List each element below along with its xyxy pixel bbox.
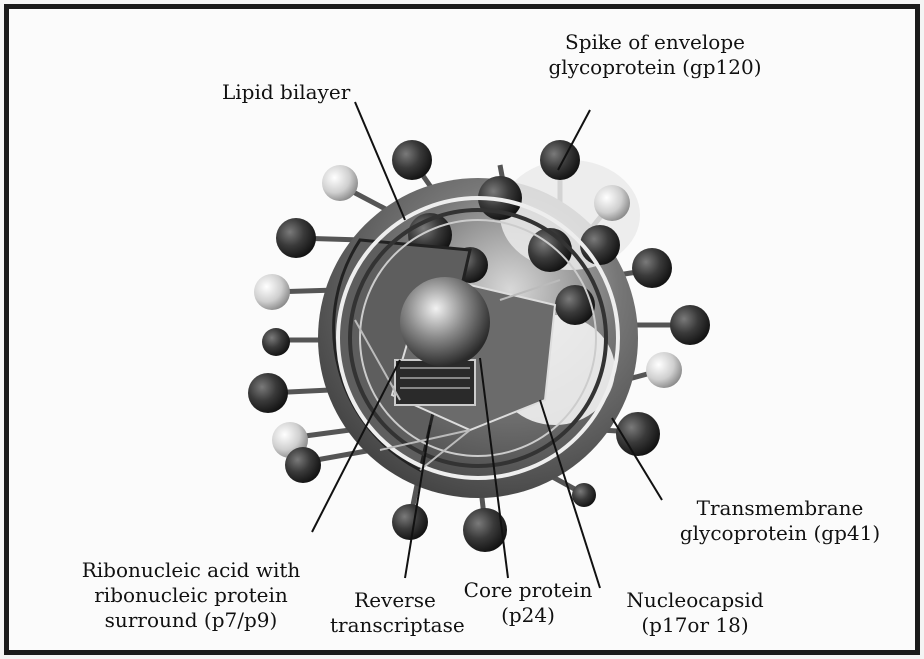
label-lipid-bilayer: Lipid bilayer <box>222 80 350 105</box>
label-transmembrane-line2: glycoprotein (gp41) <box>652 521 908 546</box>
label-transmembrane-line1: Transmembrane <box>652 496 908 521</box>
label-nucleocapsid-line2: (p17or 18) <box>610 613 780 638</box>
label-nucleocapsid-line1: Nucleocapsid <box>610 588 780 613</box>
label-rna-line1: Ribonucleic acid with <box>56 558 326 583</box>
label-nucleocapsid: Nucleocapsid (p17or 18) <box>610 588 780 638</box>
label-spike-glycoprotein: Spike of envelope glycoprotein (gp120) <box>520 30 790 80</box>
label-ribonucleic-acid: Ribonucleic acid with ribonucleic protei… <box>56 558 326 633</box>
label-rna-line3: surround (p7/p9) <box>56 608 326 633</box>
label-core-protein: Core protein (p24) <box>458 578 598 628</box>
label-reverse-line2: transcriptase <box>330 613 460 638</box>
label-rna-line2: ribonucleic protein <box>56 583 326 608</box>
label-reverse-transcriptase: Reverse transcriptase <box>330 588 460 638</box>
label-spike-line2: glycoprotein (gp120) <box>520 55 790 80</box>
label-core-line2: (p24) <box>458 603 598 628</box>
label-reverse-line1: Reverse <box>330 588 460 613</box>
label-core-line1: Core protein <box>458 578 598 603</box>
label-transmembrane-glycoprotein: Transmembrane glycoprotein (gp41) <box>652 496 908 546</box>
label-spike-line1: Spike of envelope <box>520 30 790 55</box>
